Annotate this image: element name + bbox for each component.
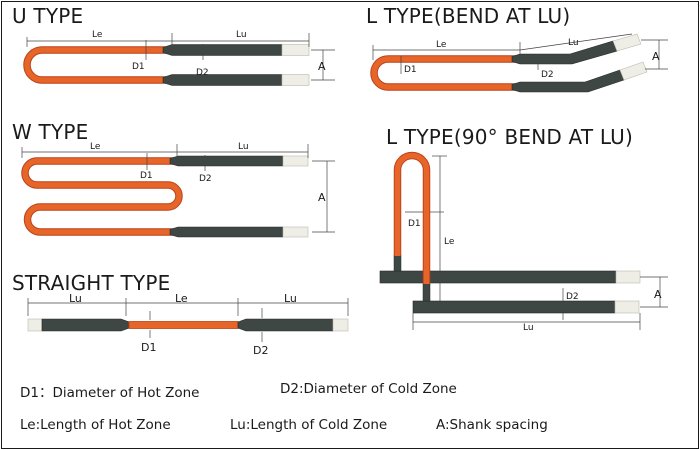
w-d2-label: D2 [199, 174, 212, 184]
straight-cold-zone-right [237, 318, 334, 332]
straight-d2-label: D2 [253, 344, 268, 357]
l-bend-hot-zone [371, 56, 520, 90]
w-hot-zone [22, 158, 182, 235]
straight-terminal-left [27, 318, 43, 332]
u-d2-label: D2 [196, 68, 209, 78]
w-cold-zone-bottom [169, 226, 284, 238]
straight-terminal-right [332, 318, 349, 332]
u-dimensions [26, 33, 335, 81]
straight-dimensions [27, 298, 349, 342]
title-l-type-90: L TYPE(90° BEND AT LU) [386, 125, 634, 149]
l-90-lu-label: Lu [523, 323, 534, 333]
straight-d1-label: D1 [141, 341, 156, 354]
w-hot-zone-outline [21, 157, 183, 236]
l-90-hot-zone [394, 152, 430, 284]
legend-d1: D1：Diameter of Hot Zone [20, 385, 200, 401]
legend-le: Le:Length of Hot Zone [20, 417, 171, 433]
l-bend-lu-label: Lu [568, 38, 579, 48]
w-terminal-bottom [282, 226, 309, 238]
l-bend-terminal-bottom [619, 61, 648, 81]
u-terminal-bottom [281, 74, 310, 86]
u-a-label: A [318, 60, 326, 73]
l-90-a-label: A [654, 288, 662, 301]
l-90-le-label: Le [444, 237, 455, 247]
w-cold-zone-top [169, 155, 284, 167]
legend-d2: D2:Diameter of Cold Zone [280, 381, 457, 397]
u-type-element [23, 44, 310, 86]
l-90-d2-label: D2 [566, 292, 579, 302]
w-terminal-top [282, 155, 309, 167]
l-90-cold-zone-bottom [412, 300, 616, 314]
straight-cold-zone-left [41, 318, 130, 332]
l-90-element [379, 151, 641, 314]
straight-hot-zone [128, 321, 239, 329]
l-bend-d1-label: D1 [404, 65, 417, 75]
title-l-type-bend-lu: L TYPE(BEND AT LU) [366, 4, 571, 28]
l-bend-a-label: A [652, 50, 660, 63]
l-bend-cold-zone-top [511, 40, 618, 65]
straight-le-label: Le [175, 292, 188, 305]
l-90-terminal-top [615, 270, 641, 284]
l-90-d1-label: D1 [408, 219, 421, 229]
l-90-riser-right [422, 282, 431, 302]
l-bend-le-label: Le [436, 40, 447, 50]
l-bend-element [370, 33, 648, 93]
title-straight-type: STRAIGHT TYPE [12, 271, 171, 295]
w-dimensions [21, 144, 335, 233]
legend-lu: Lu:Length of Cold Zone [230, 417, 388, 433]
l-bend-terminal-top [612, 33, 642, 52]
u-hot-zone-outline [23, 46, 172, 84]
l-bend-d2-label: D2 [541, 70, 554, 80]
w-a-label: A [318, 191, 326, 204]
u-terminal-top [281, 44, 310, 56]
u-cold-zone-top [162, 44, 283, 56]
title-w-type: W TYPE [12, 120, 89, 144]
l-90-dimensions [405, 155, 668, 330]
straight-lu-left-label: Lu [69, 292, 82, 305]
l-90-terminal-bottom [614, 300, 640, 314]
w-type-element [21, 155, 309, 238]
straight-lu-right-label: Lu [284, 292, 297, 305]
title-u-type: U TYPE [12, 4, 84, 28]
l-bend-hot-zone-outline [370, 55, 520, 91]
u-cold-zone-bottom [162, 74, 283, 86]
u-hot-zone [24, 47, 172, 83]
l-bend-dimensions [372, 33, 668, 74]
w-d1-label: D1 [140, 171, 153, 181]
u-le-label: Le [92, 30, 103, 40]
l-bend-cold-zone-bottom [511, 69, 625, 93]
straight-element [27, 318, 349, 332]
l-90-riser-left [393, 254, 402, 272]
l-90-cold-zone-top [379, 270, 617, 284]
w-le-label: Le [90, 142, 101, 152]
w-lu-label: Lu [238, 142, 249, 152]
legend-a: A:Shank spacing [436, 417, 548, 433]
u-lu-label: Lu [236, 30, 247, 40]
u-d1-label: D1 [132, 62, 145, 72]
